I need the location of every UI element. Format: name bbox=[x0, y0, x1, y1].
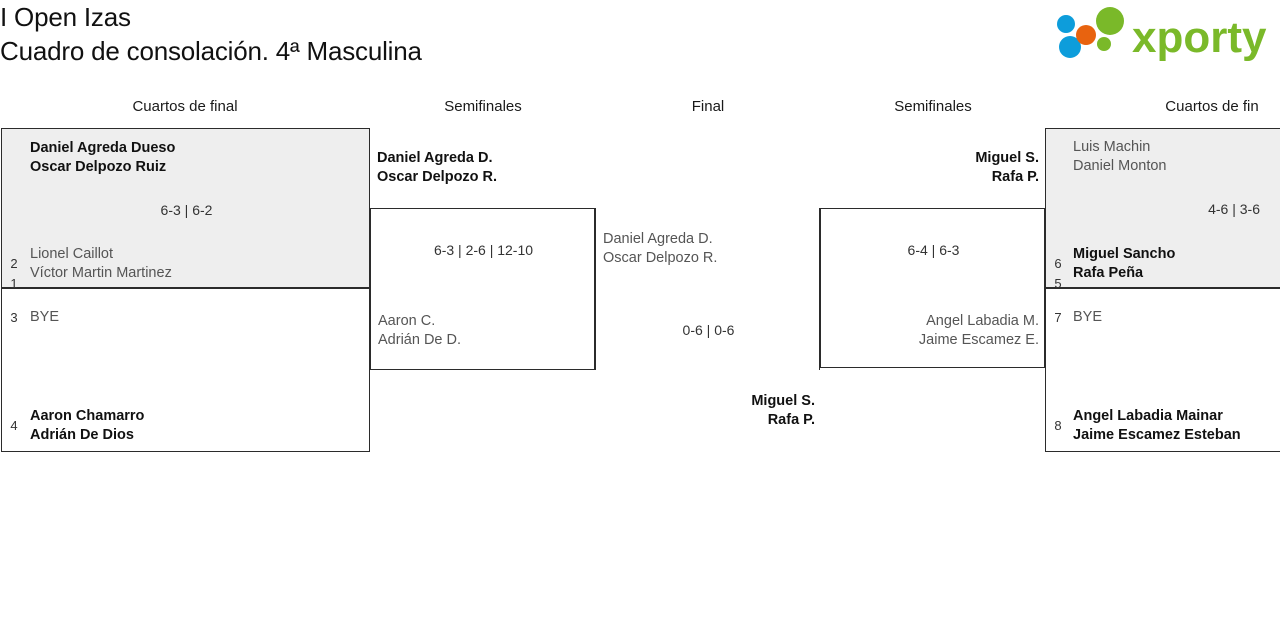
player-name: Miguel S. bbox=[975, 150, 1039, 166]
match-score: 6-4 | 6-3 bbox=[907, 242, 960, 258]
seed-number: 4 bbox=[10, 418, 18, 433]
player-name: Jaime Escamez Esteban bbox=[1073, 427, 1241, 443]
seed-number: 8 bbox=[1054, 418, 1062, 433]
player-name: Rafa P. bbox=[991, 169, 1039, 185]
page-title: I Open Izas Cuadro de consolación. 4ª Ma… bbox=[0, 0, 900, 68]
seed-number: 1 bbox=[10, 276, 18, 291]
team-top: BYE bbox=[1073, 308, 1102, 327]
player-name: BYE bbox=[1073, 309, 1103, 325]
column-header-final: Final bbox=[691, 98, 725, 115]
player-name: Jaime Escamez E. bbox=[918, 332, 1039, 348]
column-header-right-semifinals: Semifinales bbox=[894, 98, 972, 115]
team-bottom: Lionel Caillot Víctor Martin Martinez bbox=[30, 245, 172, 283]
final-champion-team: Miguel S. Rafa P. bbox=[615, 392, 815, 430]
player-name: Aaron Chamarro bbox=[30, 408, 145, 424]
player-name: Miguel S. bbox=[751, 393, 815, 409]
logo-dots-icon bbox=[1057, 7, 1124, 58]
column-header-right-quarterfinals: Cuartos de fin bbox=[1165, 98, 1259, 115]
player-name: Adrián De Dios bbox=[30, 427, 134, 443]
team-bottom: Aaron C. Adrián De D. bbox=[378, 312, 461, 350]
tournament-name: I Open Izas bbox=[0, 2, 131, 32]
team-bottom: Angel Labadia Mainar Jaime Escamez Esteb… bbox=[1073, 407, 1241, 445]
player-name: Oscar Delpozo R. bbox=[377, 169, 498, 185]
player-name: Angel Labadia M. bbox=[926, 313, 1039, 329]
seed-number: 5 bbox=[1054, 276, 1062, 291]
match-score: 6-3 | 6-2 bbox=[160, 202, 213, 218]
player-name: Víctor Martin Martinez bbox=[30, 265, 172, 281]
seed-number: 7 bbox=[1054, 310, 1062, 325]
player-name: Daniel Agreda Dueso bbox=[30, 140, 176, 156]
player-name: Rafa P. bbox=[767, 412, 815, 428]
xporty-logo[interactable]: xporty bbox=[1048, 6, 1278, 66]
draw-subtitle: Cuadro de consolación. 4ª Masculina bbox=[0, 36, 422, 66]
player-name: Lionel Caillot bbox=[30, 246, 114, 262]
player-name: Angel Labadia Mainar bbox=[1073, 408, 1223, 424]
team-bottom: Miguel Sancho Rafa Peña bbox=[1073, 245, 1175, 283]
right-semifinal-top-team: Miguel S. Rafa P. bbox=[839, 149, 1039, 187]
column-header-left-quarterfinals: Cuartos de final bbox=[132, 98, 238, 115]
player-name: Daniel Monton bbox=[1073, 158, 1167, 174]
team-bottom: Angel Labadia M. Jaime Escamez E. bbox=[832, 312, 1039, 350]
final-left-team: Daniel Agreda D. Oscar Delpozo R. bbox=[603, 230, 717, 268]
player-name: Aaron C. bbox=[378, 313, 436, 329]
match-final[interactable]: Daniel Agreda D. Oscar Delpozo R. 0-6 | … bbox=[595, 208, 820, 370]
logo-wordmark: xporty bbox=[1132, 13, 1267, 62]
match-left-semifinal[interactable]: 6-3 | 2-6 | 12-10 Aaron C. Adrián De D. bbox=[370, 208, 595, 370]
seed-number: 6 bbox=[1054, 256, 1062, 271]
player-name: Adrián De D. bbox=[378, 332, 462, 348]
seed-number: 2 bbox=[10, 256, 18, 271]
match-left-qf-2[interactable]: 3 BYE 4 Aaron Chamarro Adrián De Dios bbox=[1, 288, 370, 452]
player-name: Luis Machin bbox=[1073, 139, 1151, 155]
match-right-semifinal[interactable]: 6-4 | 6-3 Angel Labadia M. Jaime Escamez… bbox=[820, 208, 1045, 368]
team-top: BYE bbox=[30, 308, 59, 327]
match-left-qf-1[interactable]: 1 Daniel Agreda Dueso Oscar Delpozo Ruiz… bbox=[1, 128, 370, 291]
player-name: Oscar Delpozo Ruiz bbox=[30, 159, 167, 175]
player-name: Miguel Sancho bbox=[1073, 246, 1176, 262]
seed-number: 3 bbox=[10, 310, 18, 325]
team-top: Daniel Agreda Dueso Oscar Delpozo Ruiz bbox=[30, 139, 175, 177]
match-right-qf-2[interactable]: 7 BYE 8 Angel Labadia Mainar Jaime Escam… bbox=[1045, 288, 1280, 452]
player-name: Daniel Agreda D. bbox=[377, 150, 493, 166]
column-header-left-semifinals: Semifinales bbox=[444, 98, 522, 115]
match-score: 4-6 | 3-6 bbox=[1208, 201, 1260, 217]
player-name: BYE bbox=[30, 309, 60, 325]
match-score: 0-6 | 0-6 bbox=[682, 322, 735, 338]
match-right-qf-1[interactable]: 5 Luis Machin Daniel Monton 4-6 | 3-6 6 … bbox=[1045, 128, 1280, 291]
player-name: Rafa Peña bbox=[1073, 265, 1144, 281]
team-bottom: Aaron Chamarro Adrián De Dios bbox=[30, 407, 144, 445]
player-name: Daniel Agreda D. bbox=[603, 231, 713, 247]
team-top: Luis Machin Daniel Monton bbox=[1073, 138, 1167, 176]
match-score: 6-3 | 2-6 | 12-10 bbox=[433, 242, 534, 258]
left-semifinal-top-team: Daniel Agreda D. Oscar Delpozo R. bbox=[377, 149, 497, 187]
player-name: Oscar Delpozo R. bbox=[603, 250, 718, 266]
